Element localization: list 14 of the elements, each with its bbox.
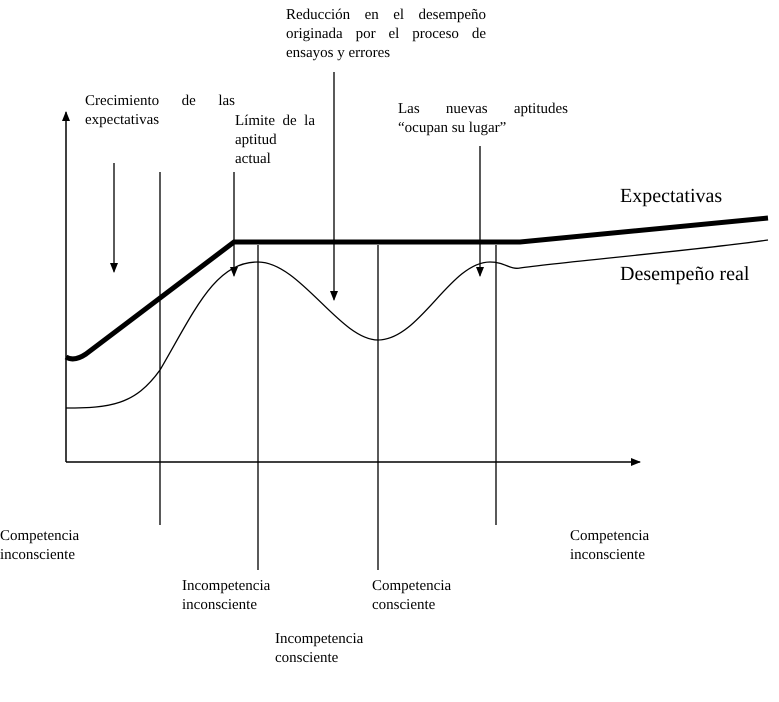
stage-label: Competencia consciente xyxy=(372,577,452,615)
curve-label: Expectativas xyxy=(620,184,724,208)
stage-label: Incompetencia consciente xyxy=(275,630,364,668)
stage-label: Competencia inconsciente xyxy=(0,527,80,565)
arrow xyxy=(110,163,118,273)
annotation-text: Límite de la aptitud actual xyxy=(235,112,315,169)
arrow xyxy=(476,146,484,277)
arrow xyxy=(230,172,238,277)
annotation-text: Reducción en el desempeño originada por el proceso de ensayos y errores xyxy=(286,6,486,63)
curve-label: Desempeño real xyxy=(620,262,750,286)
arrow xyxy=(330,72,338,301)
annotation-text: Las nuevas aptitudes “ocupan su lugar” xyxy=(398,100,568,138)
stage-label: Incompetencia inconsciente xyxy=(182,577,272,615)
stage-label: Competencia inconsciente xyxy=(570,527,650,565)
